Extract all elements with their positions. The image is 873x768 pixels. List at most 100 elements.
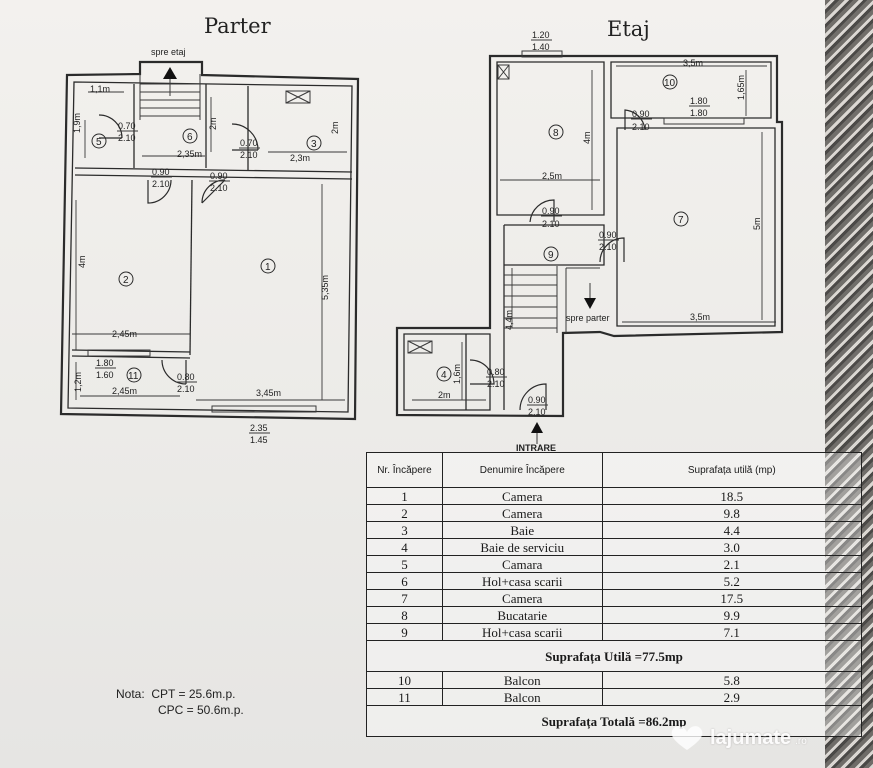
title-parter: Parter (204, 14, 272, 38)
door-icon (624, 109, 646, 131)
fraction-label: 0.90 2.10 (209, 171, 230, 193)
note-cpc: CPC = 50.6m.p. (158, 703, 244, 717)
table-sum-cell: Suprafața Totală =86.2mp (366, 705, 862, 737)
table-header: Suprafața utilă (mp) (601, 452, 863, 488)
fraction-label: 1.20 1.40 (531, 30, 552, 52)
svg-text:2.10: 2.10 (542, 219, 560, 229)
dim-label: 2,45m (112, 329, 137, 339)
door-icon (98, 114, 123, 139)
table-cell: Camera (441, 504, 603, 522)
dim-label: 2,5m (542, 171, 562, 181)
dim-label: 2m (330, 121, 340, 134)
dim-label: 2,45m (112, 386, 137, 396)
dim-label: 4,4m (504, 310, 514, 330)
svg-text:5: 5 (96, 137, 102, 148)
svg-text:0.70: 0.70 (118, 121, 136, 131)
svg-text:0.80: 0.80 (487, 367, 505, 377)
table-cell: 3.0 (601, 538, 863, 556)
watermark-brand: lajumate (710, 726, 792, 749)
door-icon (147, 179, 172, 204)
dim-label: 2,35m (177, 149, 202, 159)
svg-text:2.10: 2.10 (240, 150, 258, 160)
parter-plan: spre etaj 1,1m 1,9m 2m 2m 2,35m 2,3m 4m … (59, 47, 360, 445)
dim-label: 2,3m (290, 153, 310, 163)
svg-text:2.10: 2.10 (152, 179, 170, 189)
title-etaj: Etaj (607, 17, 650, 41)
fraction-label: 0.70 2.10 (239, 138, 260, 160)
arrow-down-icon (584, 298, 596, 309)
table-cell: 2 (366, 504, 443, 522)
table-cell: 8 (366, 606, 443, 624)
room-number: 11 (126, 367, 142, 383)
svg-text:6: 6 (187, 132, 193, 143)
table-cell: 5.2 (601, 572, 863, 590)
shower-icon (407, 340, 433, 354)
window-icon (211, 405, 317, 413)
door-icon (231, 123, 259, 151)
etaj-plan: spre parter 3,5m 1,65m 4m 2,5m 5m 4,4m 3… (395, 30, 784, 453)
svg-text:1.80: 1.80 (96, 358, 114, 368)
svg-text:0.90: 0.90 (210, 171, 228, 181)
parter-wall-h1 (74, 167, 353, 173)
dim-label: 3,5m (690, 312, 710, 322)
table-sum-row: Suprafața Totală =86.2mp (366, 705, 862, 737)
fraction-label: 0.90 2.10 (541, 206, 562, 229)
dim-label: 1,6m (452, 364, 462, 384)
table-cell: 3 (366, 521, 443, 539)
dim-label: 1,9m (72, 113, 82, 133)
etaj-outer-wall (395, 54, 784, 418)
shower-icon (285, 90, 311, 104)
table-header: Denumire Încăpere (441, 452, 603, 488)
svg-text:9: 9 (548, 250, 554, 261)
svg-text:2.10: 2.10 (118, 133, 136, 143)
svg-text:1.40: 1.40 (532, 42, 550, 52)
table-header-row: Nr. Încăpere Denumire Încăpere Suprafața… (366, 452, 863, 488)
arrow-up-icon (531, 422, 543, 433)
label-spre-parter: spre parter (566, 313, 610, 323)
svg-text:3: 3 (311, 139, 317, 150)
table-cell: 17.5 (601, 589, 863, 607)
table-cell: Balcon (441, 688, 603, 706)
svg-text:1: 1 (265, 262, 271, 273)
parter-outer-wall (59, 60, 360, 421)
parter-wall-h2 (74, 174, 353, 180)
fraction-label: 0.90 2.10 (598, 230, 619, 252)
room-number: 3 (306, 135, 322, 151)
fraction-label: 1.80 1.80 (689, 96, 710, 118)
room-number: 10 (662, 74, 678, 90)
table-cell: 7 (366, 589, 443, 607)
table-header: Nr. Încăpere (366, 452, 443, 488)
dim-label: 5m (752, 217, 762, 230)
table-cell: Balcon (441, 671, 603, 689)
table-cell: 2.9 (601, 688, 863, 706)
table-cell: 9 (366, 623, 443, 641)
fraction-label: 0.80 2.10 (486, 367, 507, 389)
svg-text:1.20: 1.20 (532, 30, 550, 40)
room-number: 9 (543, 246, 559, 262)
dim-label: 5,35m (320, 275, 330, 300)
door-icon (599, 237, 625, 263)
window-icon (521, 50, 563, 58)
door-icon (519, 383, 547, 411)
svg-text:0.90: 0.90 (599, 230, 617, 240)
dimension-lines (72, 91, 347, 401)
table-cell: 11 (366, 688, 443, 706)
svg-text:10: 10 (664, 78, 676, 89)
table-cell: Hol+casa scarii (441, 623, 603, 641)
table-cell: Camera (441, 589, 603, 607)
svg-text:2.10: 2.10 (210, 183, 228, 193)
dim-label: 2m (438, 390, 451, 400)
svg-text:1.45: 1.45 (250, 435, 268, 445)
note-cpt: CPT = 25.6m.p. (151, 687, 236, 701)
door-icon (201, 179, 226, 204)
fraction-label: 0.70 2.10 (117, 121, 138, 143)
table-cell: 4.4 (601, 521, 863, 539)
table-cell: 6 (366, 572, 443, 590)
